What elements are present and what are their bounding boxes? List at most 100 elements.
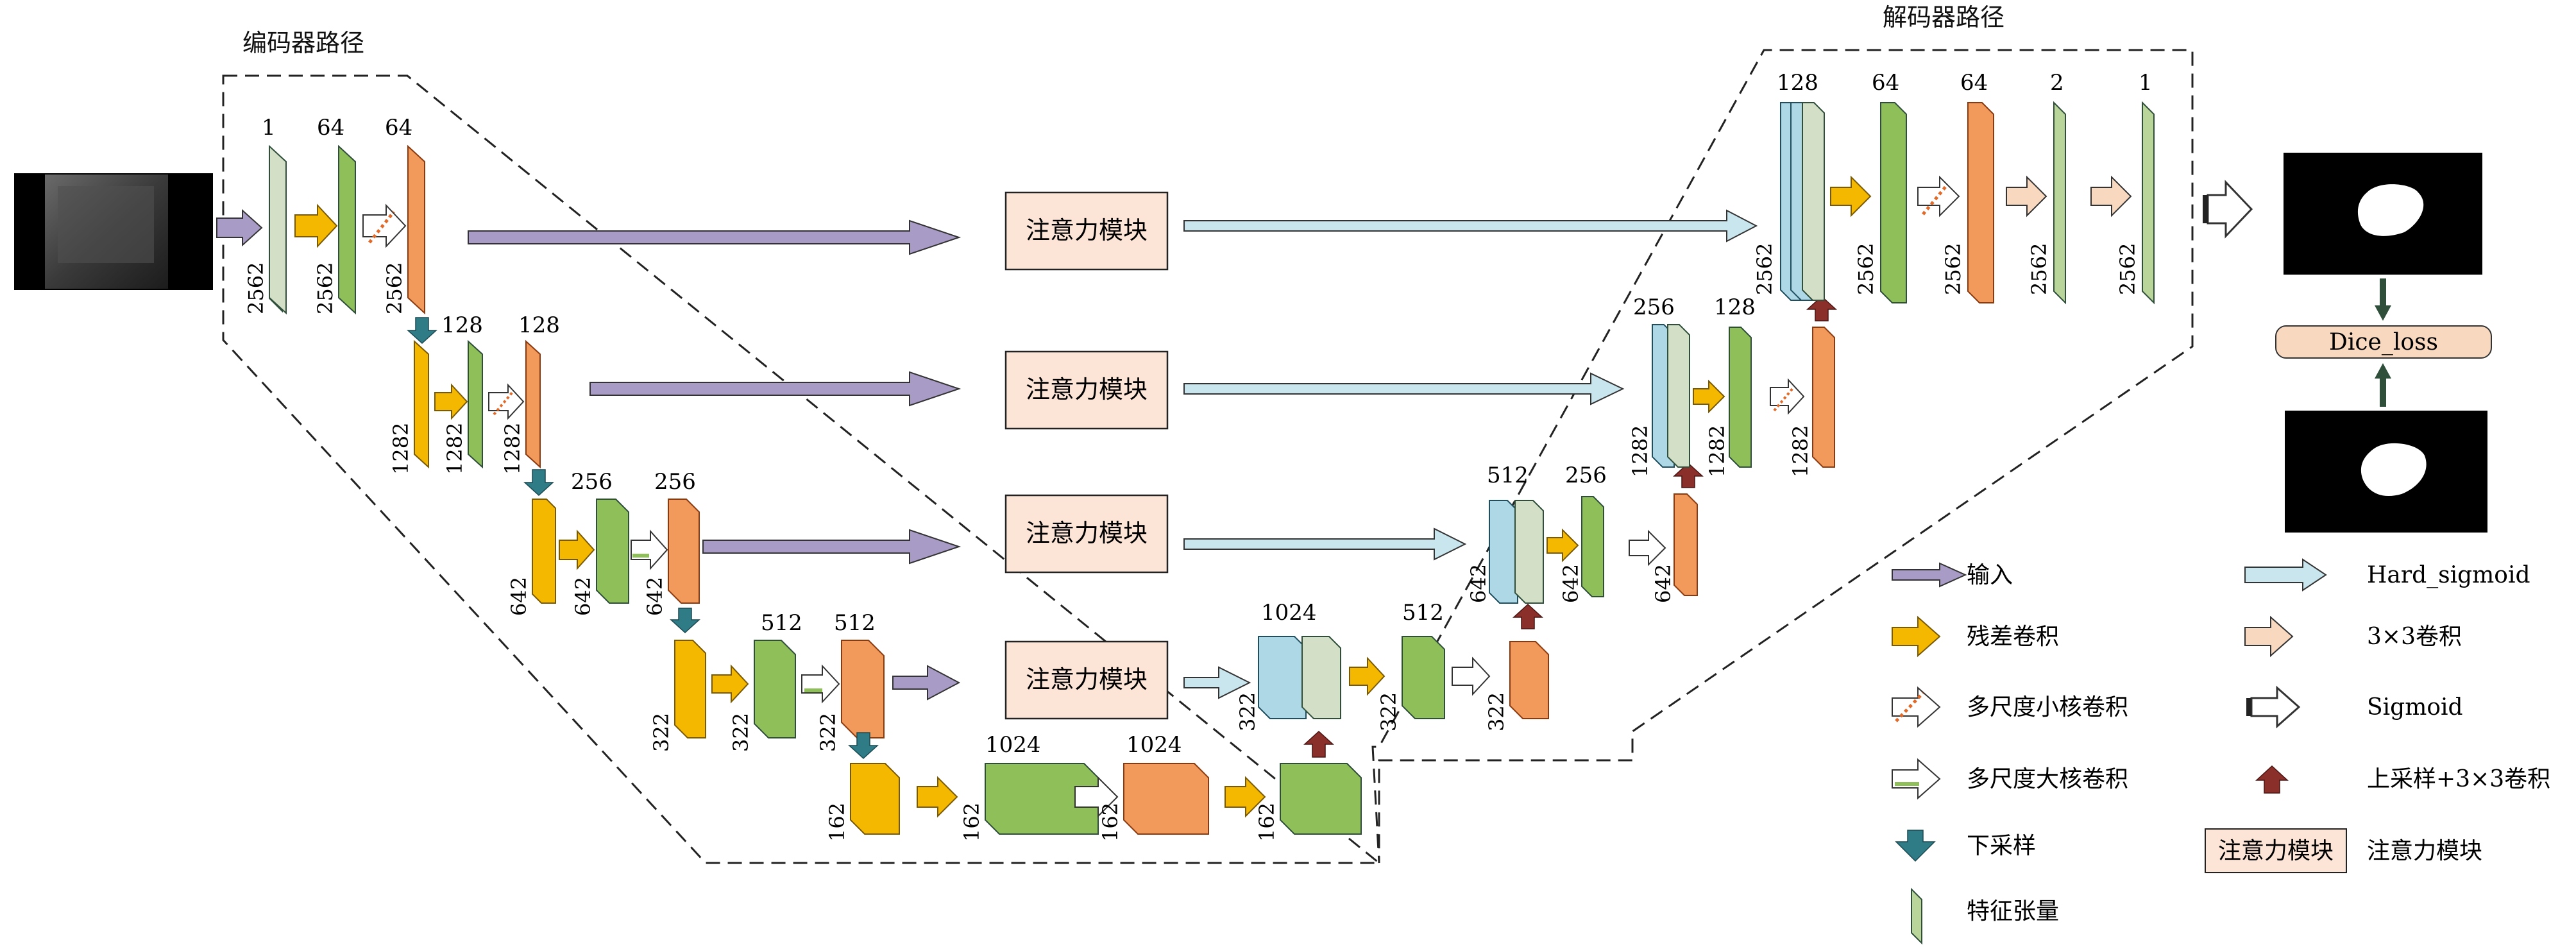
input-arrow [216,209,263,247]
multiscale-large-conv-arrow [631,529,668,570]
sigmoid-arrow-bar [2203,195,2208,223]
size-label: 642 [1559,564,1583,603]
legend-attention-icon [2205,828,2347,873]
svg-text:注意力模块: 注意力模块 [1026,519,1148,547]
channel-label: 1024 [985,732,1041,758]
size-label: 642 [1651,564,1675,603]
svg-text:注意力模块: 注意力模块 [1026,665,1148,694]
feature-tensor [596,499,629,604]
channel-label: 1024 [1261,600,1317,626]
size-label: 322 [816,713,840,752]
residual-conv-arrow [1693,379,1725,414]
legend-hard-sigmoid-icon [2244,558,2327,592]
feature-tensor [1729,327,1752,468]
feature-tensor [2053,101,2066,305]
channel-label: 64 [1960,70,1988,96]
conv3x3-arrow [2090,175,2132,218]
size-label: 1282 [1628,425,1652,477]
residual-conv-arrow [1224,776,1266,818]
residual-conv-arrow [559,529,595,570]
feature-tensor [1509,641,1549,719]
size-label: 162 [1098,803,1123,842]
multiscale-large-conv-arrow [801,664,840,704]
legend-multiscale-large-icon [1892,758,1941,800]
residual-conv-arrow [434,383,468,420]
ground-truth-mask-image [2285,411,2487,533]
feature-tensor [414,339,429,469]
multiscale-large-conv-arrow [1074,776,1119,818]
downsample-arrow [407,317,437,345]
feature-tensor [1123,763,1209,835]
multiscale-small-conv-arrow [1917,175,1960,218]
channel-label: 512 [1402,600,1444,626]
feature-tensor [1812,327,1835,468]
hard-sigmoid-arrow [1183,666,1251,699]
channel-label: 1024 [1126,732,1182,758]
upsample-arrow [1806,295,1837,321]
feature-tensor [1581,496,1604,597]
legend-sigmoid-bar [2246,698,2251,716]
channel-label: 1 [2139,70,2153,96]
size-label: 2562 [1854,243,1878,295]
arrow-head [2375,363,2391,379]
channel-label: 128 [1777,70,1818,96]
feature-tensor [1402,636,1445,719]
size-label: 2562 [382,262,407,314]
dice-loss-box: Dice_loss [2275,325,2492,359]
sigmoid-arrow [2207,180,2253,239]
svg-text:注意力模块: 注意力模块 [1026,216,1148,244]
size-label: 2562 [313,262,337,314]
legend-label: 特征张量 [1967,898,2059,925]
residual-conv-arrow [1349,656,1385,696]
encoder-path-label: 编码器路径 [242,29,364,57]
feature-tensor [525,339,541,469]
decoder-path-outline [1371,49,2194,864]
downsample-arrow [848,732,879,760]
feature-tensor [754,640,796,738]
size-label: 1282 [1705,425,1729,477]
feature-tensor [674,640,706,738]
conv3x3-arrow [2006,175,2047,218]
size-label: 642 [571,577,595,616]
size-label: 162 [960,803,984,842]
channel-label: 256 [571,469,613,495]
legend-label: 3×3卷积 [2367,624,2462,650]
size-label: 1282 [500,423,525,475]
svg-text:注意力模块: 注意力模块 [1026,375,1148,404]
channel-label: 64 [317,115,344,141]
multiscale-large-conv-arrow [1629,529,1666,567]
size-label: 1282 [443,423,467,475]
size-label: 1282 [389,423,413,475]
arrow-shaft [2380,377,2386,407]
size-label: 2562 [1941,243,1965,295]
size-label: 642 [507,577,531,616]
legend-label: 注意力模块 [2367,838,2482,864]
size-label: 2562 [1752,243,1777,295]
legend-feature-tensor-icon [1911,887,1922,945]
size-label: 322 [729,713,753,752]
arrow-head [2375,305,2391,321]
feature-tensor [338,144,356,315]
feature-tensor [1280,763,1362,835]
legend-conv3x3-icon [2244,615,2294,658]
feature-tensor [1674,493,1698,596]
legend-attention-icon-label: 注意力模块 [2218,838,2334,864]
channel-label: 128 [441,312,483,338]
residual-conv-arrow [1546,528,1579,563]
upsample-arrow [1513,603,1543,629]
feature-tensor [668,499,700,604]
legend-multiscale-small-icon [1892,686,1941,728]
channel-label: 128 [518,312,560,338]
attention-block: 注意力模块 [1004,494,1169,574]
skip-arrow [589,371,962,407]
size-label: 322 [1235,692,1260,731]
feature-tensor [2142,101,2155,305]
residual-conv-arrow [711,664,749,704]
hard-sigmoid-arrow [1183,209,1758,243]
attention-block: 注意力模块 [1004,191,1169,271]
feature-tensor [850,763,900,835]
predicted-mask-image [2284,153,2482,275]
channel-label: 256 [1633,294,1675,320]
legend-label: 多尺度大核卷积 [1967,766,2128,792]
